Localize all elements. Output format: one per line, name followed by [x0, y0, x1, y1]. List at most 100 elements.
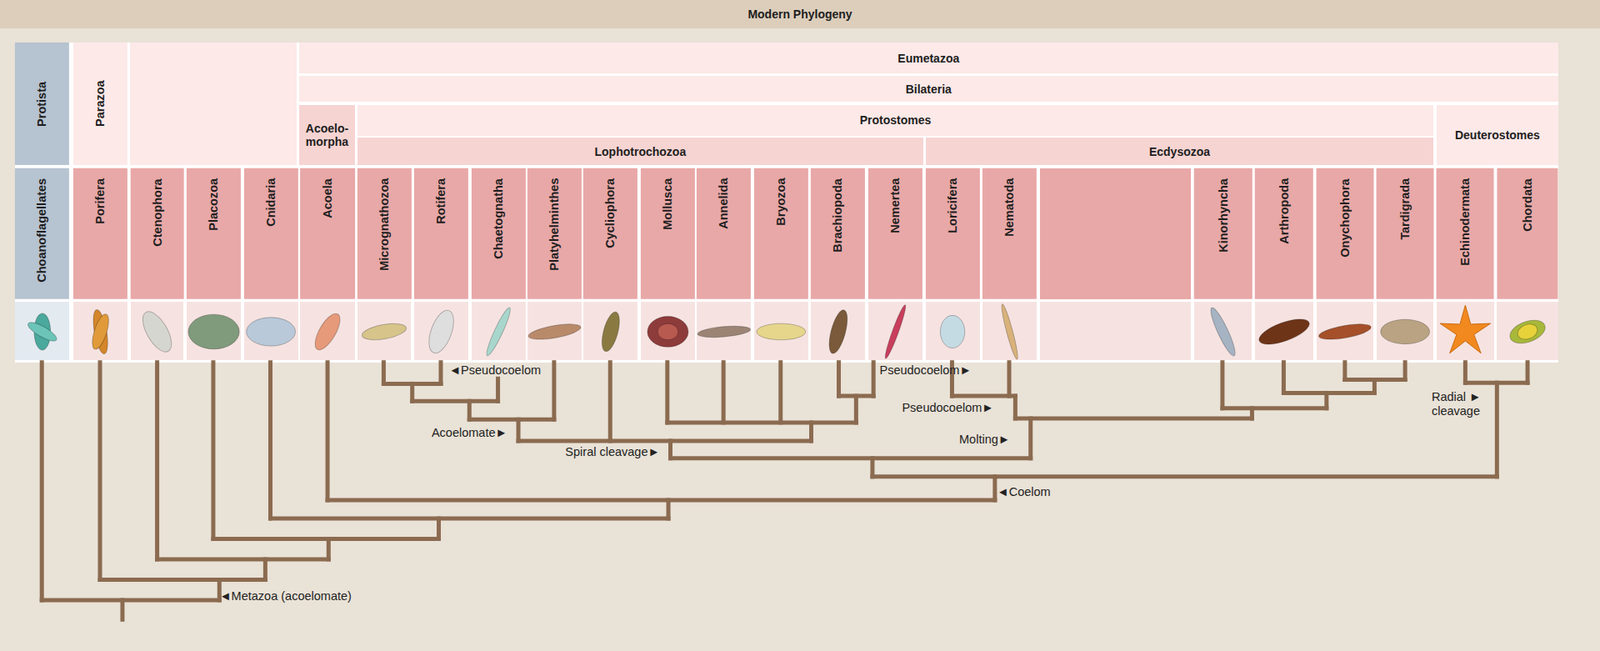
phylum-cell: Kinorhyncha: [1194, 168, 1253, 300]
phylum-cell: Micrognathozoa: [357, 168, 412, 300]
tree-branch: [268, 362, 273, 519]
taxon-band: Deuterostomes: [1436, 105, 1559, 165]
taxon-name: Cycliophora: [604, 178, 618, 249]
organism-shape: [424, 306, 459, 356]
organism-shape: [527, 320, 582, 343]
organism-shape: [360, 320, 408, 343]
taxon-name: Acoelo- morpha: [300, 121, 354, 149]
organism-shape: [598, 310, 623, 354]
tree-branch: [667, 420, 857, 425]
taxon-band: Protostomes: [357, 105, 1435, 136]
taxon-name: Tardigrada: [1398, 178, 1412, 240]
phylum-cell: Onychophora: [1316, 168, 1375, 300]
tree-branch: [263, 559, 268, 580]
tree-branch: [1283, 390, 1375, 395]
organism-shape: [188, 314, 240, 350]
empty-image-cell: [1040, 301, 1191, 360]
taxon-name: Arthropoda: [1277, 178, 1291, 245]
taxon-name: Chordata: [1520, 178, 1535, 232]
tree-branch: [1342, 362, 1347, 380]
tree-branch: [1222, 405, 1327, 410]
phylum-cell: Choanoflagellates: [15, 168, 70, 300]
taxon-name: Protostomes: [860, 113, 932, 127]
tree-branch: [992, 476, 997, 500]
phylum-cell: Placozoa: [186, 168, 241, 300]
organism-shape: [999, 303, 1020, 360]
tree-branch: [213, 536, 440, 541]
tree-branch: [270, 516, 669, 521]
organism-shape: [310, 310, 345, 354]
tree-branch: [41, 598, 220, 603]
taxon-name: Deuterostomes: [1455, 128, 1540, 142]
phylum-cell: Tardigrada: [1376, 168, 1435, 300]
organism-shape: [1317, 320, 1372, 343]
tree-branch: [518, 438, 811, 443]
tree-branch: [1463, 362, 1468, 383]
tree-branch: [438, 362, 443, 385]
taxon-band: Acoelo- morpha: [299, 105, 355, 165]
phylum-cell: Nemertea: [868, 168, 923, 300]
taxon-name: Choanoflagellates: [35, 178, 50, 283]
taxon-name: Echinodermata: [1458, 178, 1472, 266]
tree-branch: [870, 458, 875, 477]
trait-label: Molting►: [959, 432, 1010, 447]
tree-branch: [327, 498, 995, 503]
tree-branch: [157, 557, 330, 562]
diagram-title: Modern Phylogeny: [747, 7, 852, 21]
tree-branch: [721, 362, 726, 423]
organism-shape: [825, 308, 852, 355]
taxon-name: Acoela: [320, 178, 335, 219]
phylum-cell: Chaetognatha: [471, 168, 526, 300]
tree-branch: [670, 455, 1030, 460]
tree-branch: [608, 362, 613, 441]
phylum-cell: Acoela: [300, 168, 355, 300]
tree-branch: [809, 422, 814, 441]
taxon-name: Parazoa: [94, 80, 108, 128]
tree-branch: [436, 518, 441, 539]
taxon-name: Ecdysozoa: [1149, 145, 1210, 159]
empty-phylum-cell: [1040, 168, 1191, 300]
phylum-cell: Nematoda: [982, 168, 1037, 300]
taxon-band: Eumetazoa: [299, 42, 1559, 74]
taxon-name: Loricifera: [945, 178, 960, 234]
organism-shape: [647, 316, 689, 348]
phylum-cell: Mollusca: [640, 168, 695, 300]
phylum-cell: Cycliophora: [583, 168, 638, 300]
tree-branch: [1324, 392, 1329, 408]
organism-shape: [246, 317, 296, 346]
tree-branch: [951, 394, 1015, 399]
organism-shape: [697, 324, 751, 340]
organism-shape: [1506, 315, 1549, 348]
starfish-shape: [1440, 305, 1491, 354]
taxon-name: Ctenophora: [150, 178, 165, 246]
tree-branch: [98, 362, 103, 580]
tree-branch: [1281, 362, 1286, 394]
trait-label: Pseudocoelom►: [901, 400, 994, 415]
organism-shape: [756, 323, 806, 340]
tree-branch: [854, 395, 859, 423]
phylum-cell: Arthropoda: [1255, 168, 1314, 300]
tree-branch: [1220, 362, 1225, 409]
tree-branch: [120, 600, 125, 620]
taxon-name: Bryozoa: [774, 178, 788, 226]
tree-branch: [412, 399, 499, 404]
tree-branch: [551, 362, 556, 420]
organism-shape: [657, 323, 678, 340]
kingdom-cell: Protista: [15, 42, 70, 165]
taxon-name: Platyhelminthes: [547, 178, 561, 271]
taxon-name: Mollusca: [660, 178, 675, 230]
phylum-cell: Loricifera: [925, 168, 980, 300]
trait-label: ◄Pseudocoelom: [449, 363, 541, 378]
taxon-band: Lophotrochozoa: [357, 137, 925, 165]
tree-branch: [100, 577, 265, 582]
tree-branch: [516, 419, 521, 441]
tree-branch: [381, 362, 386, 385]
tree-branch: [495, 378, 500, 401]
trait-label: Spiral cleavage►: [565, 445, 660, 460]
tree-branch: [836, 362, 841, 396]
taxon-name: Nematoda: [1003, 178, 1017, 237]
taxon-name: Onychophora: [1338, 178, 1352, 257]
